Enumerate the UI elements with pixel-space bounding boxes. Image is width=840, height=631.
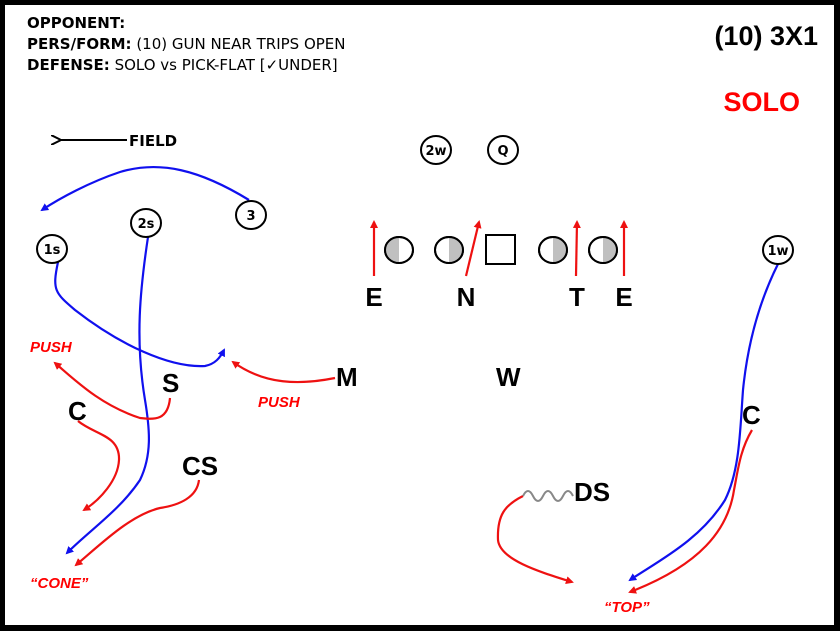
route-1w bbox=[628, 263, 779, 582]
defense-value: SOLO vs PICK-FLAT [✓UNDER] bbox=[109, 56, 338, 74]
rush-n bbox=[464, 220, 482, 277]
receiver-3: 3 bbox=[235, 200, 267, 230]
push-label-left: PUSH bbox=[30, 339, 73, 356]
defender-cs: CS bbox=[182, 451, 218, 481]
field-direction-indicator: FIELD bbox=[59, 132, 177, 150]
defender-c-field: C bbox=[68, 396, 87, 426]
path-c-boundary bbox=[628, 429, 753, 594]
play-header: OPPONENT: PERS/FORM: (10) GUN NEAR TRIPS… bbox=[27, 13, 346, 76]
defenders: E N T E M W S C CS DS C bbox=[68, 282, 761, 507]
field-label: FIELD bbox=[129, 132, 177, 150]
push-label-mid: PUSH bbox=[258, 394, 301, 411]
defender-e-left: E bbox=[365, 282, 382, 312]
center-square bbox=[485, 234, 516, 265]
quarterback: Q bbox=[487, 135, 519, 165]
opponent-line: OPPONENT: bbox=[27, 13, 346, 34]
defender-ds: DS bbox=[574, 477, 610, 507]
coverage-call: SOLO bbox=[723, 87, 800, 117]
defender-t: T bbox=[569, 282, 585, 312]
route-1s bbox=[54, 261, 225, 368]
path-m bbox=[231, 360, 336, 384]
lineman-rg bbox=[538, 236, 568, 264]
formation-title: (10) 3X1 bbox=[714, 21, 818, 51]
path-c-field bbox=[77, 420, 121, 512]
offensive-line bbox=[384, 234, 618, 265]
back-2w: 2w bbox=[420, 135, 452, 165]
rush-t bbox=[572, 220, 581, 277]
svg-text:3: 3 bbox=[246, 209, 255, 224]
route-2s bbox=[65, 236, 150, 555]
defender-m: M bbox=[336, 362, 358, 392]
path-s bbox=[53, 361, 172, 420]
offense-skill: 1s 2s 3 2w Q 1w bbox=[36, 135, 794, 265]
svg-text:Q: Q bbox=[497, 144, 508, 159]
route-3 bbox=[40, 165, 250, 212]
svg-text:2w: 2w bbox=[425, 144, 446, 159]
lineman-lt bbox=[384, 236, 414, 264]
pers-form-value: (10) GUN NEAR TRIPS OPEN bbox=[131, 35, 346, 53]
path-cs bbox=[74, 479, 201, 567]
svg-text:1s: 1s bbox=[44, 243, 61, 258]
defender-s: S bbox=[162, 368, 179, 398]
pers-form-label: PERS/FORM: bbox=[27, 35, 132, 53]
defender-w: W bbox=[496, 362, 521, 392]
defender-c-boundary: C bbox=[742, 400, 761, 430]
cone-label: “CONE” bbox=[30, 575, 89, 592]
opponent-label: OPPONENT: bbox=[27, 14, 126, 32]
svg-text:2s: 2s bbox=[138, 217, 155, 232]
defense-label: DEFENSE: bbox=[27, 56, 110, 74]
top-label: “TOP” bbox=[604, 599, 650, 616]
defender-n: N bbox=[457, 282, 476, 312]
receiver-1s: 1s bbox=[36, 234, 68, 264]
receiver-1w: 1w bbox=[762, 235, 794, 265]
svg-text:1w: 1w bbox=[767, 244, 788, 259]
blitz-wave-ds bbox=[522, 490, 574, 502]
lineman-lg bbox=[434, 236, 464, 264]
defense-paths bbox=[53, 220, 753, 594]
lineman-rt bbox=[588, 236, 618, 264]
offense-routes bbox=[40, 165, 779, 582]
path-ds bbox=[496, 495, 574, 585]
annotations: PUSH PUSH “CONE” “TOP” bbox=[30, 339, 650, 616]
defense-line: DEFENSE: SOLO vs PICK-FLAT [✓UNDER] bbox=[27, 55, 346, 76]
receiver-2s: 2s bbox=[130, 208, 162, 238]
defender-e-right: E bbox=[615, 282, 632, 312]
pers-form-line: PERS/FORM: (10) GUN NEAR TRIPS OPEN bbox=[27, 34, 346, 55]
